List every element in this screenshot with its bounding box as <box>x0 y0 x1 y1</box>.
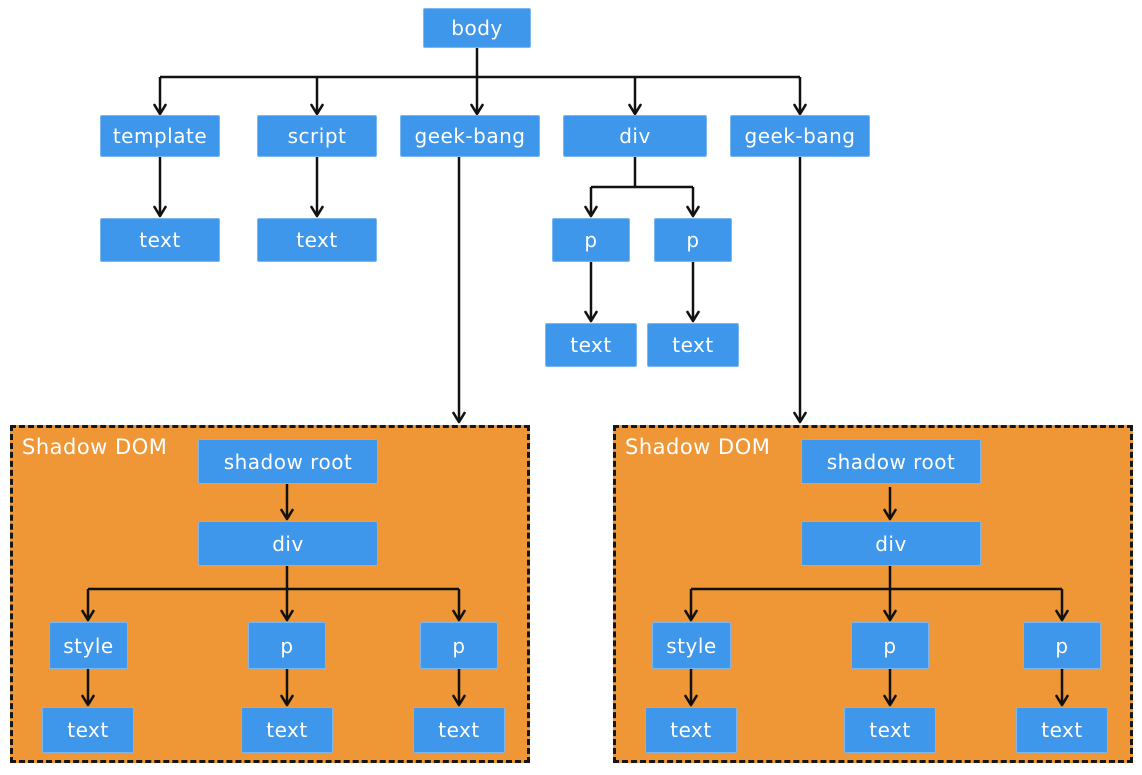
node-shadow-p1-text-left: text <box>241 707 333 753</box>
node-style-right: style <box>652 622 731 669</box>
node-body: body <box>423 8 531 48</box>
node-shadow-p1-text-right: text <box>844 707 936 753</box>
node-shadow-p2-left: p <box>420 622 498 669</box>
node-shadow-root-right: shadow root <box>801 439 981 484</box>
shadow-dom-label: Shadow DOM <box>22 435 168 459</box>
node-shadow-root-left: shadow root <box>198 439 378 484</box>
shadow-dom-label: Shadow DOM <box>625 435 771 459</box>
node-p-1-text: text <box>545 323 637 367</box>
node-style-left: style <box>49 622 128 669</box>
node-style-text-left: text <box>42 707 134 753</box>
node-script: script <box>257 115 377 157</box>
node-shadow-div-right: div <box>801 521 981 566</box>
node-style-text-right: text <box>645 707 737 753</box>
node-shadow-p1-left: p <box>248 622 326 669</box>
node-shadow-p2-right: p <box>1023 622 1101 669</box>
node-div: div <box>563 115 707 157</box>
node-script-text: text <box>257 218 377 262</box>
node-template-text: text <box>100 218 220 262</box>
node-p-1: p <box>552 218 630 262</box>
shadow-dom-panel-left: Shadow DOM <box>10 425 530 763</box>
node-geek-bang-2: geek-bang <box>730 115 870 157</box>
node-template: template <box>100 115 220 157</box>
shadow-dom-panel-right: Shadow DOM <box>613 425 1133 763</box>
node-shadow-div-left: div <box>198 521 378 566</box>
node-shadow-p2-text-right: text <box>1016 707 1108 753</box>
node-p-2: p <box>654 218 732 262</box>
node-p-2-text: text <box>647 323 739 367</box>
node-shadow-p2-text-left: text <box>413 707 505 753</box>
node-geek-bang-1: geek-bang <box>400 115 540 157</box>
node-shadow-p1-right: p <box>851 622 929 669</box>
